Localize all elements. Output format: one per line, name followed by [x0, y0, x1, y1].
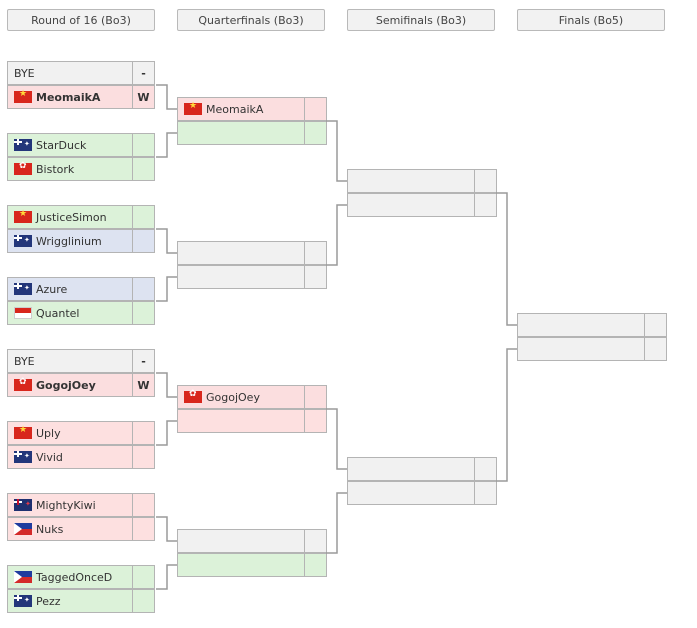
score [304, 265, 327, 289]
header-semifinals: Semifinals (Bo3) [347, 9, 495, 31]
team-name: Azure [36, 282, 68, 296]
score [132, 133, 155, 157]
team-name [177, 241, 305, 265]
vietnam-flag-icon [14, 209, 32, 223]
connector-line [156, 564, 177, 590]
score: W [132, 373, 155, 397]
connector-line [156, 276, 177, 302]
score [132, 157, 155, 181]
score [644, 313, 667, 337]
score [474, 193, 497, 217]
team-name: BYE [7, 61, 133, 85]
score [474, 457, 497, 481]
team-name: Nuks [36, 522, 64, 536]
connector-line [156, 372, 177, 398]
score [132, 301, 155, 325]
team-name: JusticeSimon [36, 210, 107, 224]
team-name: Pezz [36, 594, 61, 608]
team-name: MeomaikA [36, 90, 101, 104]
australia-flag-icon [14, 283, 32, 295]
hong-kong-flag-icon [184, 389, 202, 403]
score: - [132, 349, 155, 373]
team-name [177, 409, 305, 433]
team-name [177, 529, 305, 553]
hong-kong-flag-icon [14, 161, 32, 175]
australia-flag-icon [14, 451, 32, 463]
team-name: Bistork [36, 162, 75, 176]
australia-flag-icon [14, 235, 32, 247]
connector-line [326, 120, 347, 182]
team-name: Wrigglinium [36, 234, 102, 248]
team-name: Quantel [36, 306, 80, 320]
team-name: MeomaikA [206, 102, 264, 116]
score [132, 421, 155, 445]
team-name [347, 481, 475, 505]
score [132, 277, 155, 301]
score [132, 445, 155, 469]
team-name [347, 193, 475, 217]
score [474, 481, 497, 505]
team-name: Vivid [36, 450, 63, 464]
team-name [177, 265, 305, 289]
team-name: Uply [36, 426, 61, 440]
team-name: GogojOey [206, 390, 260, 404]
score [304, 97, 327, 121]
connector-line [496, 348, 517, 482]
score [304, 241, 327, 265]
team-name [347, 169, 475, 193]
score [474, 169, 497, 193]
hong-kong-flag-icon [14, 377, 32, 391]
connector-line [496, 192, 517, 326]
new-zealand-flag-icon [14, 499, 32, 511]
score [132, 565, 155, 589]
score [132, 229, 155, 253]
connector-line [326, 408, 347, 470]
team-name: BYE [7, 349, 133, 373]
indonesia-flag-icon [14, 307, 32, 319]
score [132, 517, 155, 541]
score [304, 529, 327, 553]
team-name [517, 337, 645, 361]
team-name: StarDuck [36, 138, 87, 152]
header-finals: Finals (Bo5) [517, 9, 665, 31]
score: - [132, 61, 155, 85]
score [304, 121, 327, 145]
australia-flag-icon [14, 595, 32, 607]
philippines-flag-icon [14, 523, 32, 535]
team-name [347, 457, 475, 481]
score [132, 493, 155, 517]
connector-line [156, 420, 177, 446]
connector-line [326, 492, 347, 554]
connector-line [156, 516, 177, 542]
team-name [177, 553, 305, 577]
vietnam-flag-icon [14, 425, 32, 439]
score [132, 589, 155, 613]
score [644, 337, 667, 361]
score [132, 205, 155, 229]
score [304, 385, 327, 409]
connector-line [156, 132, 177, 158]
vietnam-flag-icon [14, 89, 32, 103]
score [304, 409, 327, 433]
philippines-flag-icon [14, 571, 32, 583]
connector-line [326, 204, 347, 266]
header-round-of-16: Round of 16 (Bo3) [7, 9, 155, 31]
team-name [177, 121, 305, 145]
team-name [517, 313, 645, 337]
score: W [132, 85, 155, 109]
team-name: GogojOey [36, 378, 96, 392]
team-name: TaggedOnceD [36, 570, 113, 584]
header-quarterfinals: Quarterfinals (Bo3) [177, 9, 325, 31]
australia-flag-icon [14, 139, 32, 151]
team-name: MightyKiwi [36, 498, 96, 512]
vietnam-flag-icon [184, 101, 202, 115]
connector-line [156, 84, 177, 110]
score [304, 553, 327, 577]
connector-line [156, 228, 177, 254]
